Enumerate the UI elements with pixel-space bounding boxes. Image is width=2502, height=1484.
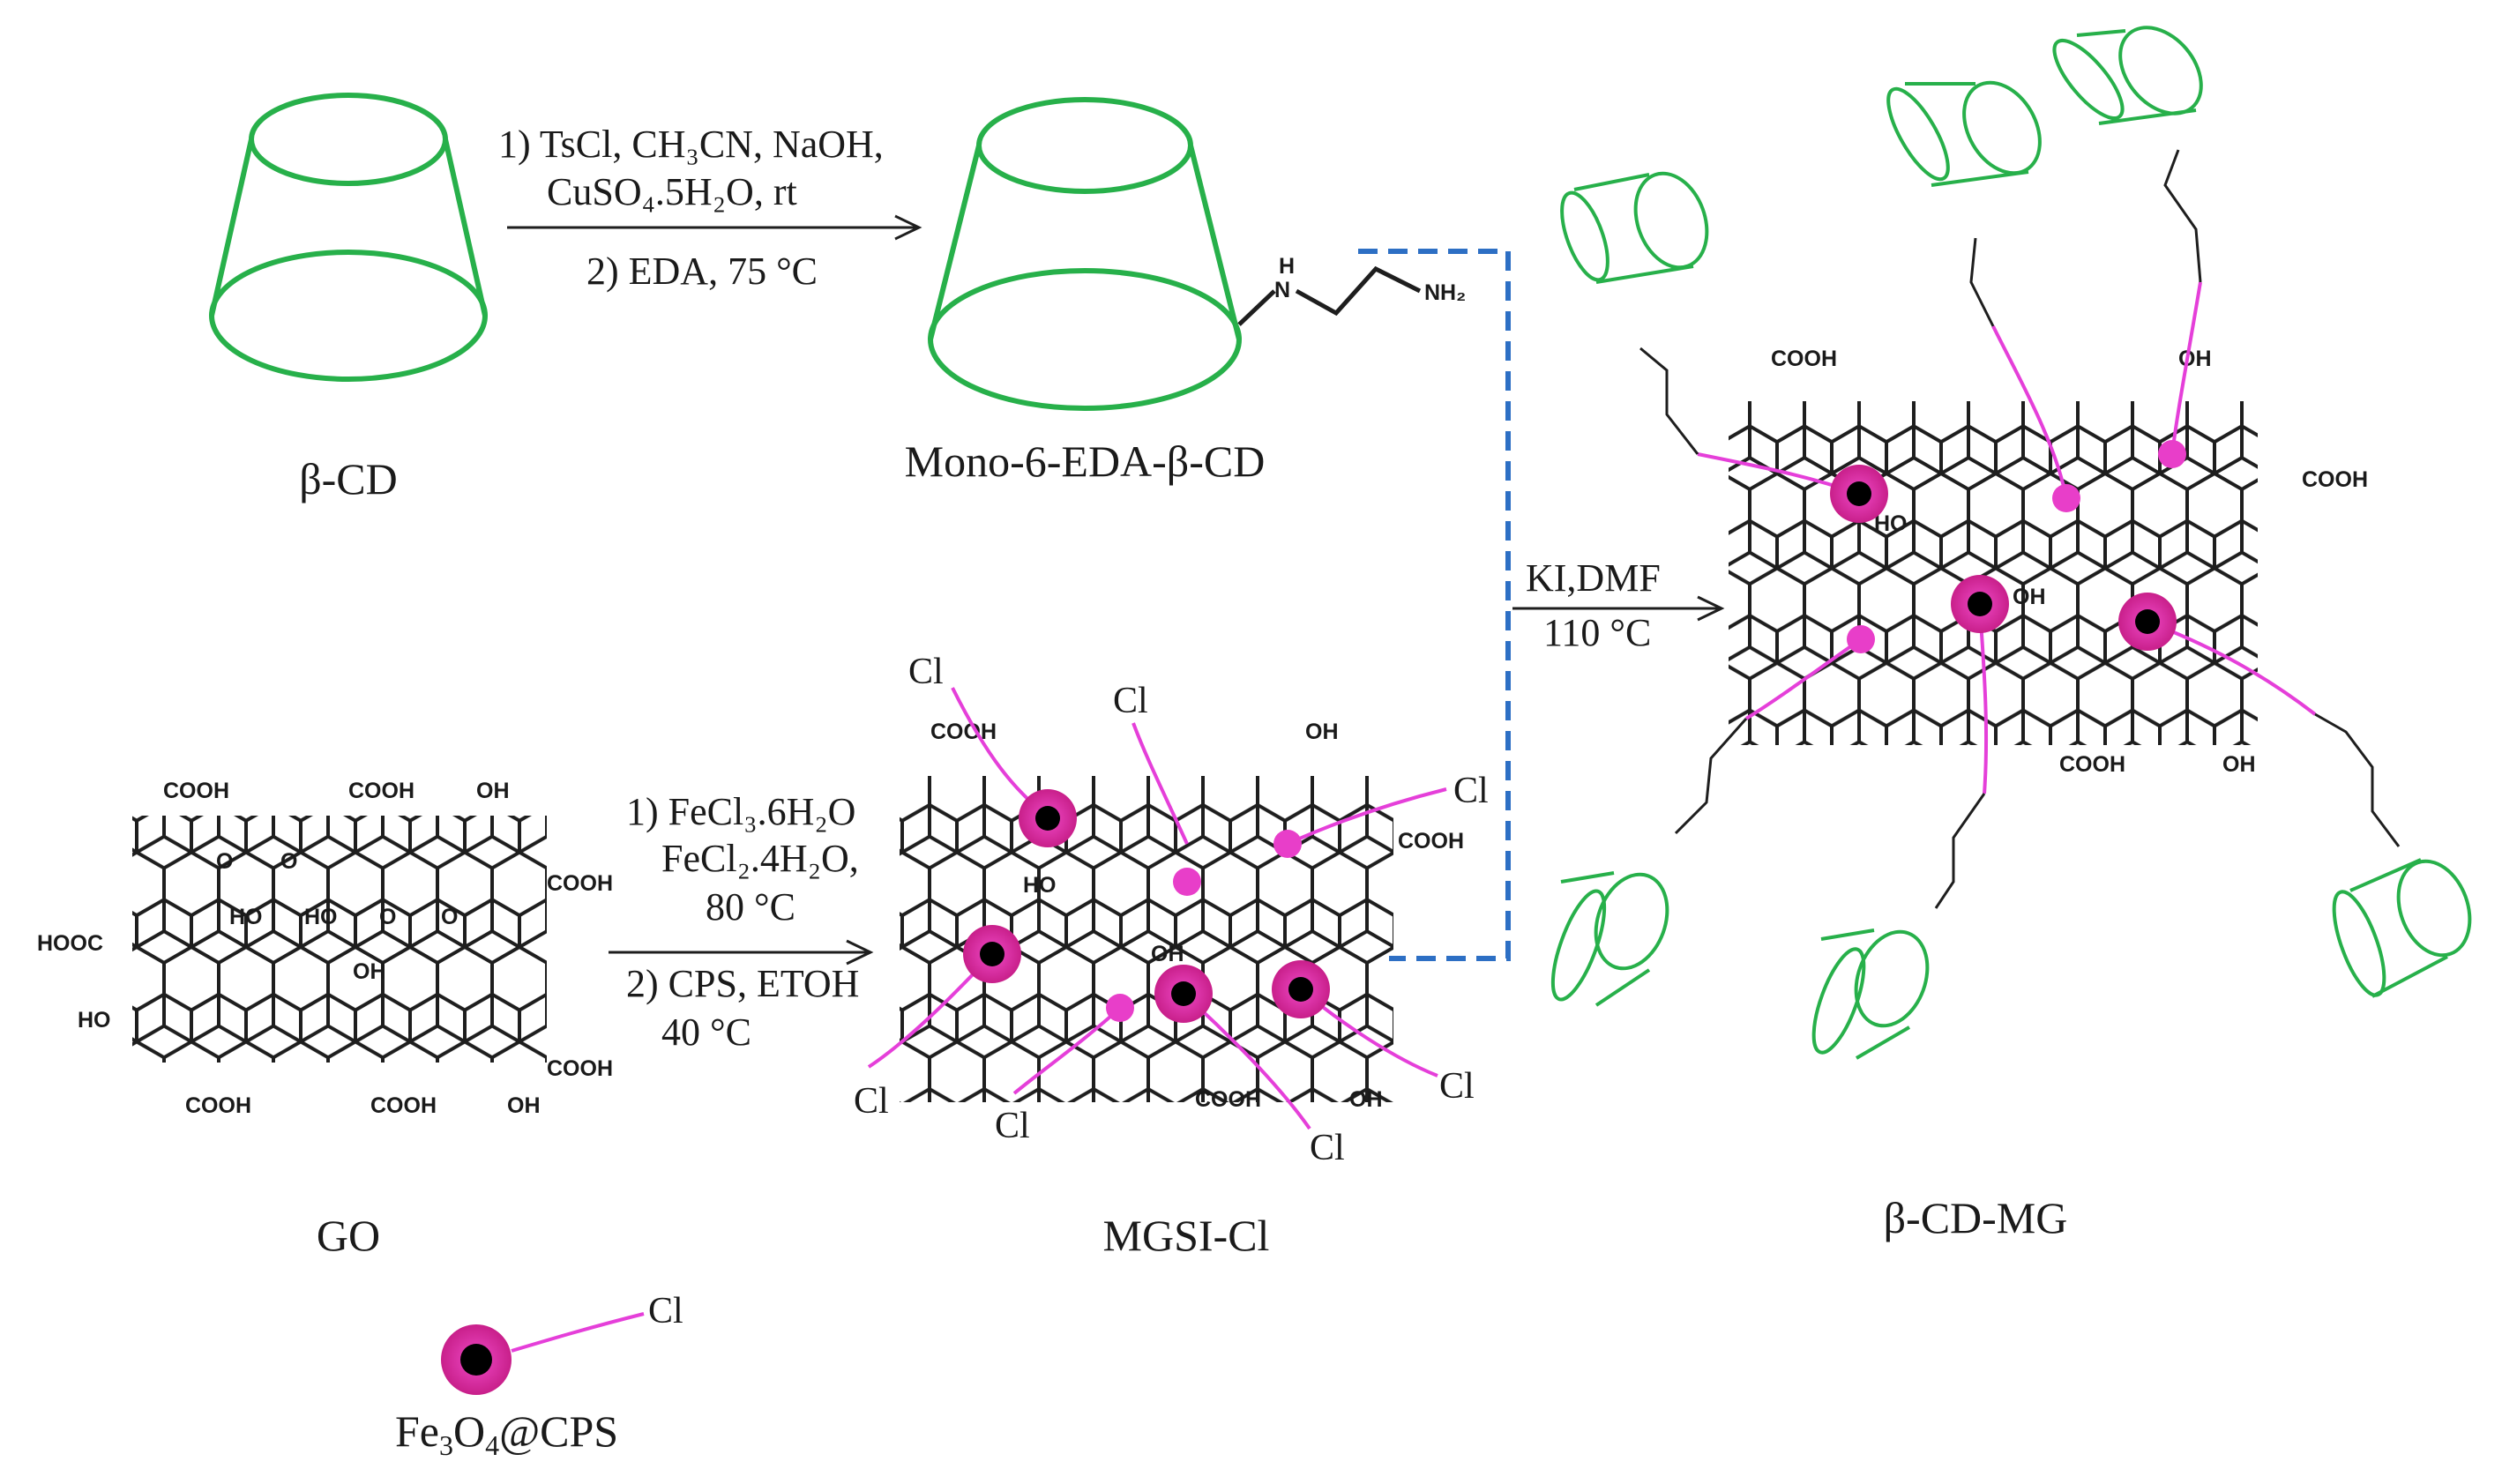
- mgsi-oh-2: OH: [1151, 942, 1184, 966]
- step3-line2: 110 °C: [1543, 611, 1651, 654]
- go-o-2: O: [280, 849, 297, 874]
- mgsi-cooh-1: COOH: [930, 720, 997, 744]
- product-cd-cup-3: [2052, 26, 2203, 125]
- go-o-3: O: [379, 905, 396, 929]
- step1-line1: 1) TsCl, CH₃CN, NaOH,: [498, 123, 884, 166]
- beta-cd-label: β-CD: [299, 454, 398, 503]
- step2-arrow: [609, 939, 874, 966]
- step1-line2: CuSO₄.5H₂O, rt: [547, 170, 797, 213]
- go-ho-3: HO: [304, 905, 338, 929]
- go-oh-2: OH: [353, 959, 386, 984]
- combination-bracket: [1358, 249, 1511, 961]
- mgsi-cl-1: Cl: [908, 652, 944, 692]
- product-cd-cup-1: [1560, 171, 1709, 284]
- product-oh-2: OH: [2013, 585, 2046, 609]
- go-o-4: O: [441, 905, 458, 929]
- mono-cd-label: Mono-6-EDA-β-CD: [905, 436, 1266, 486]
- go-label: GO: [317, 1211, 380, 1260]
- h-atom: H: [1279, 254, 1295, 279]
- product-cooh-1: COOH: [1771, 347, 1837, 371]
- product-ho: HO: [1874, 511, 1908, 536]
- mgsi-cooh-2: COOH: [1398, 829, 1464, 854]
- go-cooh-6: COOH: [370, 1093, 437, 1118]
- mgsi-cl-4: Cl: [854, 1081, 889, 1122]
- step3-arrow: [1512, 595, 1725, 622]
- mgsi-cl-6: Cl: [1310, 1128, 1345, 1168]
- product-cd-cup-6: [2332, 858, 2472, 998]
- mgsi-label: MGSI-Cl: [1103, 1211, 1270, 1260]
- step2-line2: FeCl₂.4H₂O,: [661, 837, 859, 880]
- mgsi-oh-1: OH: [1305, 720, 1339, 744]
- mgsi-cooh-3: COOH: [1195, 1087, 1261, 1112]
- nh2-group: NH₂: [1424, 280, 1466, 305]
- legend-cl: Cl: [648, 1291, 683, 1331]
- go-ho-1: HO: [78, 1008, 111, 1033]
- mgsi-cl-7: Cl: [1439, 1066, 1475, 1107]
- mgsi-cl-2: Cl: [1113, 681, 1148, 721]
- product-oh-3: OH: [2222, 752, 2256, 777]
- go-cooh-1: COOH: [163, 779, 229, 803]
- product-cooh-2: COOH: [2302, 467, 2368, 492]
- go-sheet: COOH COOH OH COOH HOOC HO HO HO OH O O O…: [37, 779, 613, 1118]
- mgsi-cl-3: Cl: [1453, 771, 1489, 811]
- step1-line3: 2) EDA, 75 °C: [586, 250, 818, 293]
- mgsi-ho: HO: [1023, 873, 1057, 898]
- step3-line1: KI,DMF: [1526, 556, 1661, 600]
- step2-line5: 40 °C: [661, 1010, 751, 1054]
- mono-cd-cone: [928, 97, 1242, 411]
- product-sheet: COOH OH COOH HO OH COOH OH: [1550, 26, 2472, 1060]
- mgsi-oh-3: OH: [1349, 1087, 1383, 1112]
- product-cd-cup-2: [1886, 80, 2042, 187]
- go-hooc: HOOC: [37, 931, 103, 956]
- step2-line1: 1) FeCl₃.6H₂O: [626, 790, 855, 833]
- mgsi-sheet: COOH OH COOH HO OH COOH OH Cl Cl Cl Cl C…: [854, 652, 1489, 1168]
- go-oh-3: OH: [507, 1093, 541, 1118]
- eda-linker: N H NH₂: [1237, 254, 1466, 326]
- product-cd-cup-4: [1550, 871, 1669, 1007]
- legend-label: Fe3O4@CPS: [395, 1406, 618, 1461]
- go-ho-2: HO: [229, 905, 263, 929]
- product-cd-cup-5: [1811, 928, 1930, 1060]
- go-cooh-2: COOH: [348, 779, 415, 803]
- beta-cd-cone: [209, 93, 488, 382]
- step2-line4: 2) CPS, ETOH: [626, 962, 859, 1005]
- go-cooh-5: COOH: [185, 1093, 251, 1118]
- product-label: β-CD-MG: [1884, 1193, 2068, 1242]
- step1-arrow: [507, 214, 922, 241]
- n-atom: N: [1274, 278, 1290, 302]
- go-cooh-4: COOH: [547, 1056, 613, 1081]
- go-o-1: O: [216, 849, 233, 874]
- mgsi-cl-5: Cl: [995, 1106, 1030, 1146]
- product-oh-1: OH: [2178, 347, 2212, 371]
- product-cooh-3: COOH: [2059, 752, 2125, 777]
- legend-nanoparticle: Cl: [441, 1291, 683, 1395]
- go-oh-1: OH: [476, 779, 510, 803]
- go-cooh-3: COOH: [547, 871, 613, 896]
- step2-line3: 80 °C: [706, 885, 795, 928]
